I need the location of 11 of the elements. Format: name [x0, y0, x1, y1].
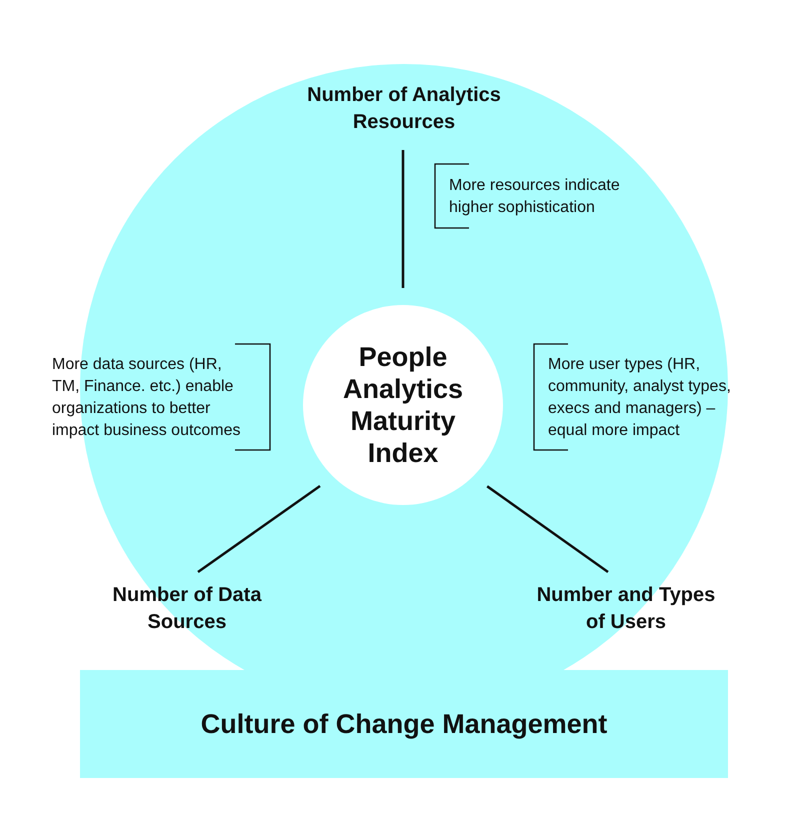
connector-line — [486, 485, 609, 574]
category-label: Number of Analytics Resources — [304, 82, 504, 136]
note-text: More data sources (HR, TM, Finance. etc.) enable organizations to better impact business outcomes — [52, 355, 242, 441]
category-label: Number and Types of Users — [533, 582, 719, 636]
note-text: More user types (HR, community, analyst types, execs and managers) – equal more impact — [548, 355, 732, 441]
center-circle: People Analytics Maturity Index — [303, 305, 503, 505]
note-text: More resources indicate higher sophistication — [449, 176, 621, 218]
foundation-band: Culture of Change Management — [80, 670, 728, 778]
connector-line — [197, 484, 321, 574]
connector-line — [402, 150, 404, 288]
category-label: Number of Data Sources — [107, 582, 267, 636]
